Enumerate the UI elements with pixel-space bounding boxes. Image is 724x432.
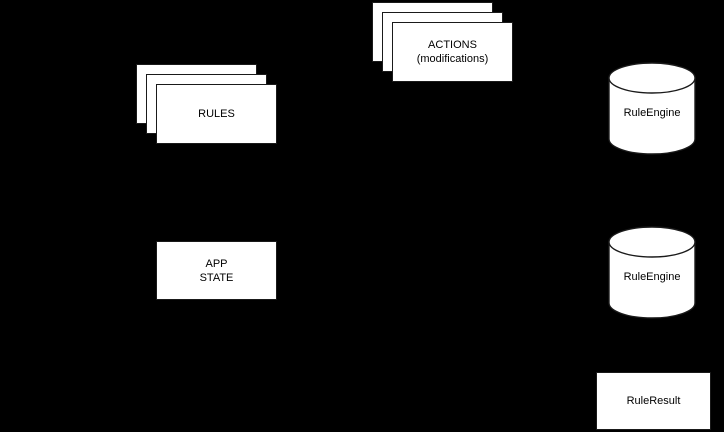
cylinder-shape-icon: [608, 62, 696, 155]
rules-card-front[interactable]: RULES: [156, 84, 277, 144]
actions-label-line1: ACTIONS: [428, 39, 477, 51]
rules-label: RULES: [198, 108, 235, 120]
app-state-node[interactable]: APP STATE: [156, 241, 277, 300]
rule-result-label: RuleResult: [626, 395, 681, 407]
rule-result-node[interactable]: RuleResult: [596, 372, 711, 430]
rule-engine-top-label: RuleEngine: [623, 106, 681, 119]
actions-card-front[interactable]: ACTIONS (modifications): [392, 22, 513, 82]
app-state-label-line2: STATE: [199, 271, 234, 284]
rule-engine-top-node[interactable]: RuleEngine: [608, 62, 696, 155]
rule-engine-bottom-label: RuleEngine: [623, 270, 681, 283]
rule-engine-bottom-node[interactable]: RuleEngine: [608, 226, 696, 319]
rules-node[interactable]: RULES: [136, 64, 277, 144]
cylinder-shape-icon: [608, 226, 696, 319]
app-state-label-line1: APP: [205, 257, 228, 270]
actions-node[interactable]: ACTIONS (modifications): [372, 2, 513, 83]
actions-label-line2: (modifications): [416, 53, 489, 65]
